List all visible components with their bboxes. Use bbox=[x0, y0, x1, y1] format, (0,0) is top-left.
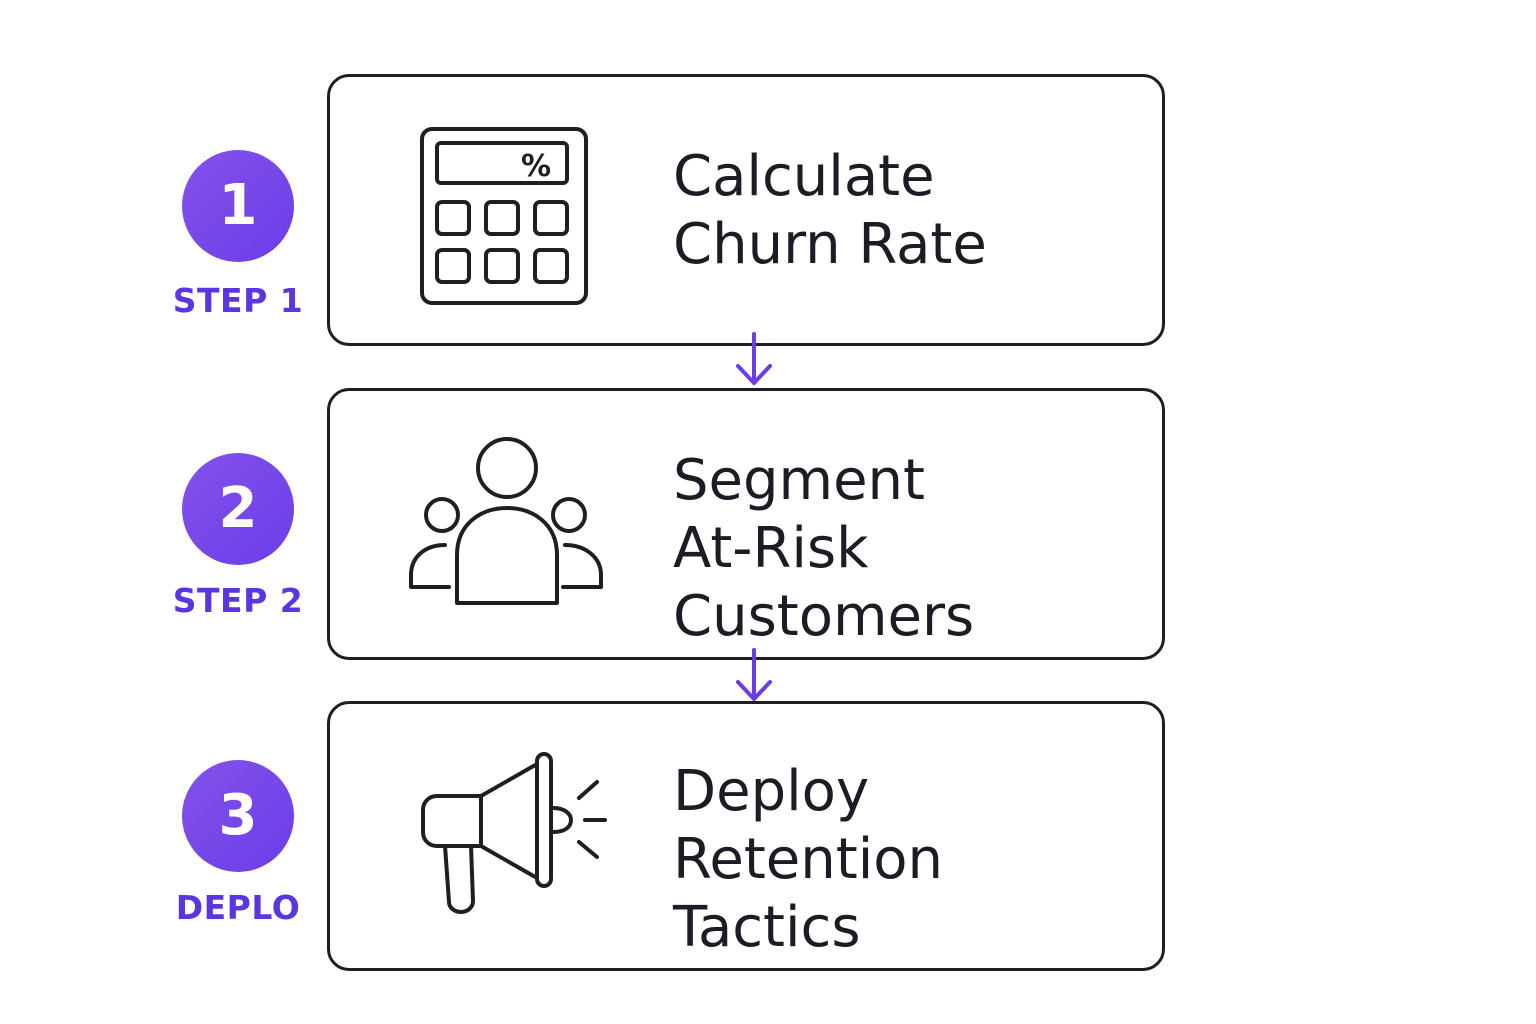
step-1-title-line: Calculate bbox=[673, 144, 935, 209]
user-group-icon bbox=[409, 437, 603, 605]
step-1-label: STEP 1 bbox=[172, 281, 304, 320]
step-3-number-badge: 3 bbox=[182, 760, 294, 872]
step-2-title-line: Segment bbox=[673, 448, 925, 513]
step-2-card: Segment At-Risk Customers bbox=[327, 388, 1165, 660]
step-3-card: Deploy Retention Tactics bbox=[327, 701, 1165, 971]
arrow-down-icon bbox=[736, 648, 772, 701]
step-2-number-badge: 2 bbox=[182, 453, 294, 565]
step-1-card: % Calculate Churn Rate bbox=[327, 74, 1165, 346]
step-2-label: STEP 2 bbox=[172, 581, 304, 620]
percent-symbol: % bbox=[521, 149, 551, 184]
step-1-number-badge: 1 bbox=[182, 150, 294, 262]
step-1-title-line: Churn Rate bbox=[673, 212, 987, 277]
step-2-title-line: Customers bbox=[673, 584, 975, 649]
step-2-title: Segment At-Risk Customers bbox=[673, 447, 974, 651]
step-3-title: Deploy Retention Tactics bbox=[673, 758, 943, 962]
step-3-title-line: Retention bbox=[673, 827, 944, 892]
step-1-title: Calculate Churn Rate bbox=[673, 143, 987, 279]
megaphone-icon bbox=[421, 752, 607, 914]
calculator-icon: % bbox=[420, 127, 588, 305]
step-3-label: DEPLO bbox=[175, 888, 301, 927]
step-3-title-line: Deploy bbox=[673, 759, 870, 824]
arrow-down-icon bbox=[736, 332, 772, 385]
step-3-title-line: Tactics bbox=[673, 895, 861, 960]
step-2-title-line: At-Risk bbox=[673, 516, 869, 581]
